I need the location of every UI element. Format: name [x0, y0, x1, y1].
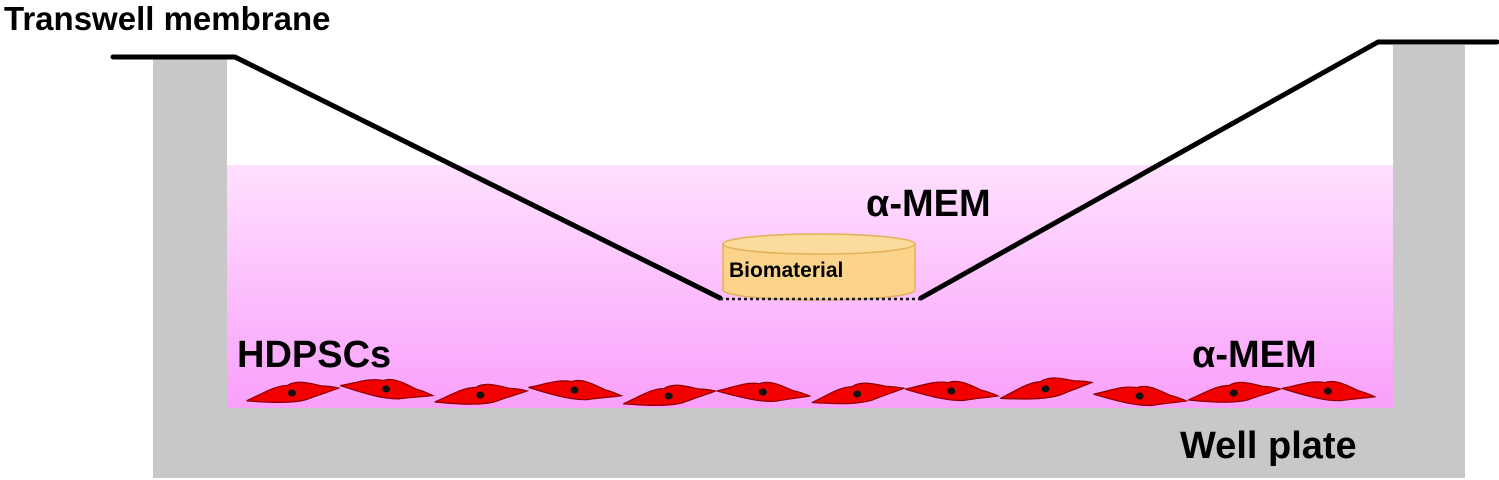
cell	[246, 381, 341, 403]
transwell-membrane-line	[110, 54, 723, 301]
medium-lower-label: α-MEM	[1192, 334, 1317, 376]
cell-nucleus	[947, 387, 956, 395]
cell	[434, 383, 530, 405]
cell-nucleus	[382, 385, 391, 393]
cell-nucleus	[853, 390, 862, 398]
cell-nucleus	[1324, 387, 1332, 395]
cell-nucleus	[1041, 385, 1050, 393]
cell	[1000, 377, 1095, 400]
cells-label: HDPSCs	[237, 334, 392, 376]
cell	[1093, 385, 1189, 407]
cell	[905, 380, 1001, 402]
cell	[1188, 381, 1283, 403]
cell-layer	[246, 377, 1377, 407]
cell	[528, 379, 624, 401]
well-plate	[153, 45, 1465, 478]
cell-nucleus	[664, 392, 673, 400]
cell-nucleus	[288, 389, 296, 397]
transwell-membrane-label: Transwell membrane	[4, 0, 331, 37]
cell-nucleus	[758, 388, 767, 396]
cell	[811, 382, 906, 405]
biomaterial-label: Biomaterial	[729, 259, 844, 282]
well-plate-label: Well plate	[1180, 425, 1357, 467]
cell	[340, 378, 435, 400]
cell	[716, 381, 812, 402]
cell-nucleus	[1229, 389, 1238, 397]
cell-nucleus	[1135, 392, 1144, 400]
cell	[1281, 380, 1377, 402]
cell-nucleus	[476, 391, 485, 399]
cell	[623, 384, 718, 406]
transwell-membrane-line-right	[918, 39, 1499, 301]
medium-upper-label: α-MEM	[866, 183, 991, 225]
cell-nucleus	[570, 386, 579, 394]
biomaterial-cylinder	[722, 233, 916, 301]
